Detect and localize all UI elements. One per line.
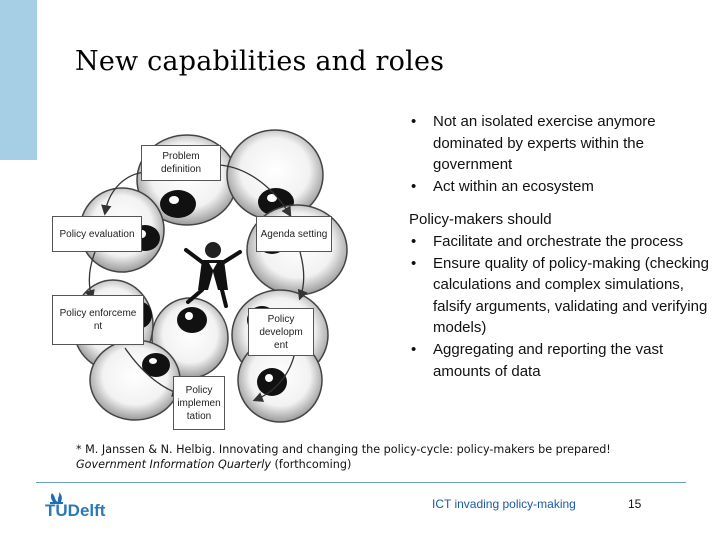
footnote: * M. Janssen & N. Helbig. Innovating and…: [76, 442, 676, 472]
bullet-item: • Act within an ecosystem: [409, 176, 709, 198]
page-number: 15: [628, 497, 642, 511]
bullet-list: • Not an isolated exercise anymore domin…: [409, 111, 709, 382]
footnote-suffix: (forthcoming): [270, 458, 352, 471]
eyeball-icon: [89, 339, 181, 421]
box-policy-implementation: Policy implemen tation: [173, 376, 225, 430]
bullet-text: Aggregating and reporting the vast amoun…: [433, 340, 664, 380]
tu-delft-flame-icon: [50, 492, 63, 504]
policy-makers-heading: Policy-makers should: [409, 211, 552, 229]
policy-cycle-diagram: Problem definition Agenda setting Policy…: [50, 120, 410, 440]
bullet-item: • Not an isolated exercise anymore domin…: [409, 111, 709, 176]
bullet-marker: •: [411, 232, 417, 250]
footnote-journal: Government Information Quarterly: [76, 458, 271, 471]
tu-delft-logo: TUDelft: [45, 492, 106, 519]
bullet-marker: •: [411, 113, 417, 130]
cycle-illustration: [72, 129, 348, 423]
bullet-marker: •: [411, 340, 417, 358]
businessman-figure-icon: [184, 242, 242, 308]
logo-text: TUDelft: [45, 501, 106, 519]
title-background: [37, 0, 720, 110]
footnote-prefix: * M. Janssen & N. Helbig. Innovating and…: [76, 443, 611, 456]
accent-block: [0, 0, 37, 160]
bullet-marker: •: [411, 254, 417, 272]
box-policy-development: Policy developm ent: [248, 308, 314, 356]
footer-title: ICT invading policy-making: [432, 497, 576, 511]
bullet-item: • Ensure quality of policy-making (check…: [409, 253, 709, 339]
bullet-item: • Aggregating and reporting the vast amo…: [409, 339, 709, 382]
bullet-text: Ensure quality of policy-making (checkin…: [433, 254, 709, 337]
box-agenda-setting: Agenda setting: [256, 216, 332, 252]
bullet-text: an isolated exercise anymore dominated b…: [433, 113, 656, 174]
box-policy-enforcement: Policy enforceme nt: [52, 295, 144, 345]
box-policy-evaluation: Policy evaluation: [52, 216, 142, 252]
box-problem-definition: Problem definition: [141, 145, 221, 181]
page-title: New capabilities and roles: [75, 46, 445, 77]
bullet-item: • Facilitate and orchestrate the process: [409, 231, 709, 253]
bullet-text: Act within an ecosystem: [433, 177, 594, 195]
bullet-bold: Not: [433, 113, 457, 130]
bullet-marker: •: [411, 177, 417, 195]
footer-divider: [36, 482, 686, 483]
bullet-text: Facilitate and orchestrate the process: [433, 232, 684, 250]
